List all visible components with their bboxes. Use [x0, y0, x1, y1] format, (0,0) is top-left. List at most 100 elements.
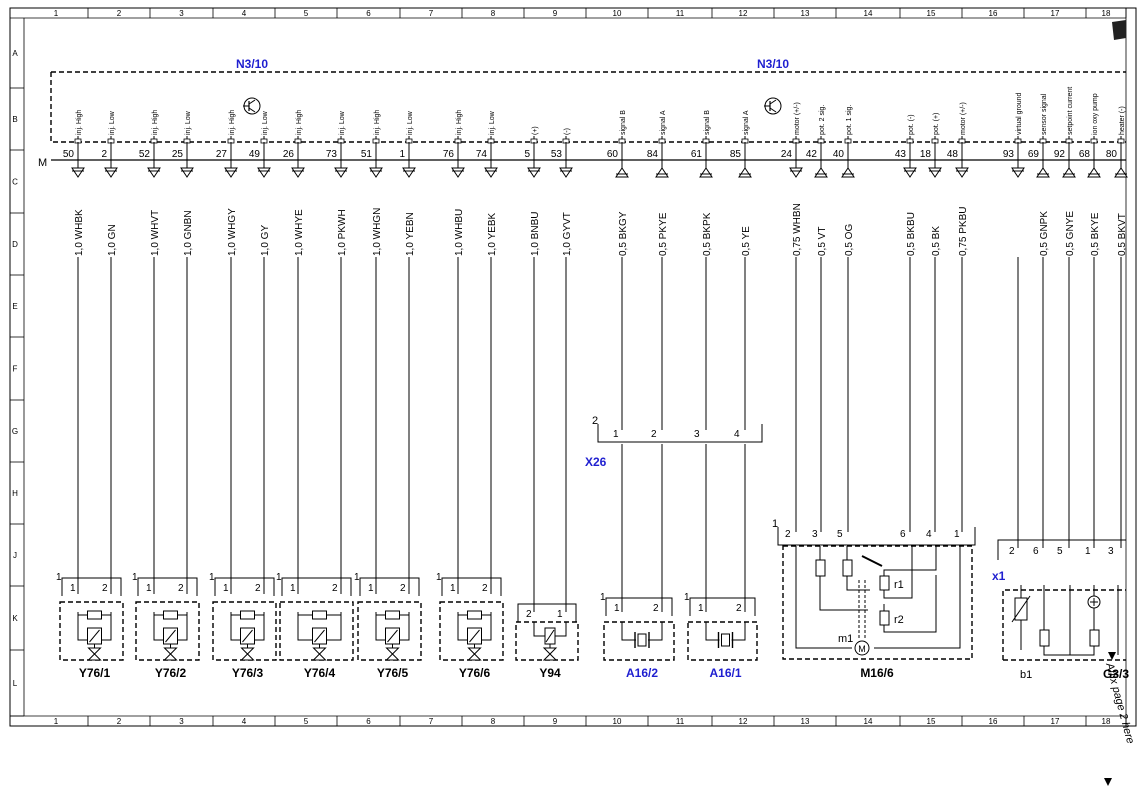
pin-signal-label: motor (+/-): [794, 102, 801, 135]
wire-label: 0,5 YE: [741, 226, 752, 256]
column-number: 6: [366, 717, 371, 726]
column-number: 1: [54, 717, 59, 726]
arrow-down-icon: [1104, 778, 1112, 786]
x26-pin-label: 4: [734, 429, 740, 440]
pin-number: 18: [920, 149, 932, 160]
component-label: Y76/5: [377, 666, 409, 680]
column-number: 16: [989, 717, 998, 726]
component-conn-number: 1: [684, 592, 690, 603]
row-letter: C: [12, 178, 18, 187]
pin-number: 5: [524, 149, 530, 160]
pin-number: 69: [1028, 149, 1040, 160]
pin-number: 26: [283, 149, 295, 160]
pin-number: 84: [647, 149, 659, 160]
row-letter: G: [12, 427, 18, 436]
wire-label: 1,0 GN: [107, 224, 118, 256]
pin-column: inj. High 52 1,0 WHVT: [139, 110, 161, 256]
wire-label: 0,5 BKGY: [618, 211, 629, 256]
motor-unit-pin-label: 6: [900, 529, 906, 540]
row-letter: D: [12, 240, 18, 249]
pin-column: pot. 2 sig.420,5 VT: [806, 105, 828, 256]
column-number: 13: [801, 717, 810, 726]
corner-marker-icon: [1112, 20, 1126, 40]
motor-unit-label: M16/6: [860, 666, 894, 680]
pin-number: 80: [1106, 149, 1118, 160]
grid-rulers: 1122334455667788991010111112121313141415…: [10, 8, 1127, 726]
pin-number: 42: [806, 149, 818, 160]
column-number: 18: [1102, 717, 1111, 726]
column-number: 9: [553, 717, 558, 726]
pin-signal-label: inj. High: [152, 110, 159, 135]
motor-unit-m16-6: 1 2 3 5 6 4 1 r1 r2 m1 M M16/6: [772, 518, 976, 680]
component-label: Y94: [539, 666, 561, 680]
wire-label: 0,5 GNPK: [1039, 211, 1050, 256]
control-unit-outline: [50, 71, 1126, 143]
pin-number: 61: [691, 149, 703, 160]
pin-number: 52: [139, 149, 151, 160]
x26-housing-number: 2: [592, 415, 598, 427]
column-number: 4: [242, 717, 247, 726]
pin-column: heater (-)800,5 BKVT: [1106, 106, 1128, 256]
pin-number: 40: [833, 149, 845, 160]
pin-number: 50: [63, 149, 75, 160]
sensor-pin-label: 2: [1009, 546, 1015, 557]
row-letter: E: [12, 302, 17, 311]
pin-column: pot. (+)180,5 BK: [920, 113, 942, 256]
component-conn-number: 1: [354, 572, 360, 583]
wire-label: 0,5 BKYE: [1090, 212, 1101, 256]
pin-number: 92: [1054, 149, 1066, 160]
x26-pin-label: 2: [651, 429, 657, 440]
column-number: 5: [304, 9, 309, 18]
component-pin-label: 1: [557, 609, 563, 620]
pin-column: pot. 1 sig.400,5 OG: [833, 105, 855, 256]
pin-signal-label: inj. Low: [185, 110, 192, 135]
pin-signal-label: setpoint current: [1067, 87, 1074, 135]
pin-number: 68: [1079, 149, 1091, 160]
pin-signal-label: inj. High: [76, 110, 83, 135]
wire-label: 1,0 WHVT: [150, 210, 161, 256]
pin-number: 27: [216, 149, 228, 160]
pin-number: 48: [947, 149, 959, 160]
column-number: 5: [304, 717, 309, 726]
pin-column: motor (+/-)480,75 PKBU: [947, 102, 969, 256]
column-number: 6: [366, 9, 371, 18]
component-pin-label: 1: [146, 583, 152, 594]
column-number: 2: [117, 9, 122, 18]
pin-column: (-)531,0 GYVT: [551, 128, 573, 256]
x26-pin-label: 3: [694, 429, 700, 440]
component-pin-label: 1: [614, 603, 620, 614]
column-number: 14: [864, 9, 873, 18]
column-number: 3: [179, 9, 184, 18]
sensor-unit-g3-3: x1 2 6 5 1 3 b1 G3/3: [992, 539, 1129, 681]
column-number: 10: [613, 9, 622, 18]
pin-number: 25: [172, 149, 184, 160]
column-number: 1: [54, 9, 59, 18]
component-pin-label: 1: [290, 583, 296, 594]
sensor-pin-label: 3: [1108, 546, 1114, 557]
component-label: Y76/3: [232, 666, 264, 680]
component-label: Y76/6: [459, 666, 491, 680]
wire-label: 1,0 GYVT: [562, 212, 573, 256]
wire-label: 1,0 WHGY: [227, 208, 238, 256]
column-number: 18: [1102, 9, 1111, 18]
column-number: 15: [927, 9, 936, 18]
